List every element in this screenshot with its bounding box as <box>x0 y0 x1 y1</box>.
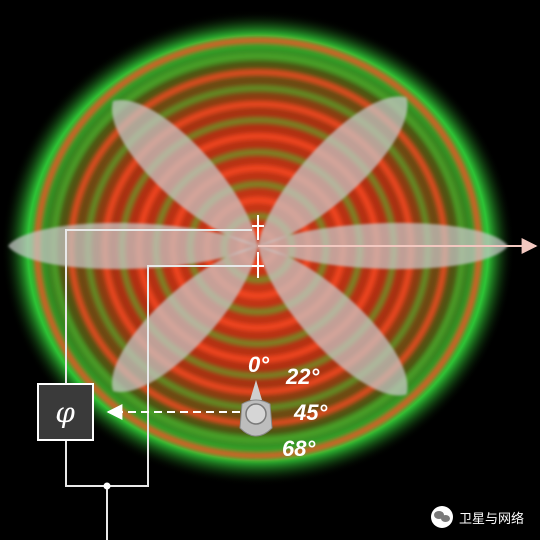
angle-selector-knob[interactable] <box>239 380 273 437</box>
angle-option-22: 22° <box>285 364 319 389</box>
angle-option-45: 45° <box>293 400 327 425</box>
phase-shifter-symbol: φ <box>55 396 75 429</box>
phase-shifter-box <box>37 383 94 441</box>
radiation-lobe <box>258 246 408 396</box>
feed-junction <box>103 482 111 490</box>
radiation-lobe <box>111 99 258 246</box>
angle-option-0: 0° <box>248 352 269 377</box>
radiation-lobe <box>258 96 408 246</box>
radiation-lobe <box>8 222 258 270</box>
watermark-text: 卫星与网络 <box>458 511 524 527</box>
feed-lines <box>65 229 252 540</box>
radiation-lobes <box>8 96 508 396</box>
wechat-icon <box>430 506 453 528</box>
angle-option-68: 68° <box>282 436 315 461</box>
antenna-elements <box>252 215 264 278</box>
watermark: 卫星与网络 <box>430 506 524 528</box>
